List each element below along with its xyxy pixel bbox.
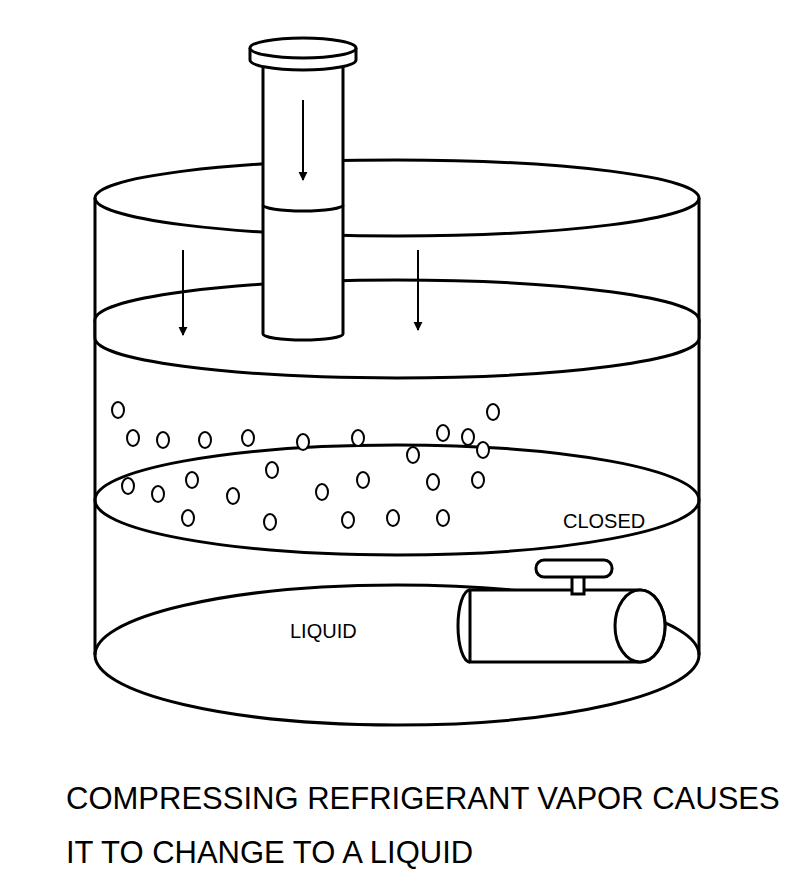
piston-edge <box>95 320 699 378</box>
vapor-bubble <box>157 432 169 448</box>
vapor-bubble <box>316 484 328 500</box>
cylinder-bottom <box>95 585 699 725</box>
vapor-bubble <box>182 510 194 526</box>
pipe-joint <box>458 590 470 662</box>
vapor-bubble <box>266 462 278 478</box>
piston-rod-fill <box>263 52 343 334</box>
vapor-bubble <box>342 512 354 528</box>
valve-state-label: CLOSED <box>563 510 645 533</box>
vapor-bubble <box>297 434 309 450</box>
piston-rod <box>263 334 343 340</box>
caption: COMPRESSING REFRIGERANT VAPOR CAUSES IT … <box>66 772 786 880</box>
vapor-bubble <box>242 430 254 446</box>
down-arrow <box>302 100 304 180</box>
vapor-bubble <box>352 430 364 446</box>
cylinder-rim <box>95 160 699 236</box>
vapor-bubble <box>199 432 211 448</box>
vapor-bubble <box>122 478 134 494</box>
rod-band <box>263 205 343 211</box>
vapor-bubble <box>477 442 489 458</box>
vapor-bubble <box>437 510 449 526</box>
piston-rod <box>262 52 265 334</box>
outlet-pipe <box>470 590 665 662</box>
liquid-surface <box>95 445 699 555</box>
liquid-label: LIQUID <box>290 620 357 643</box>
vapor-bubble <box>357 472 369 488</box>
cylinder-wall <box>698 198 701 655</box>
valve-handle <box>536 560 612 577</box>
vapor-bubble <box>472 472 484 488</box>
vapor-bubble <box>264 514 276 530</box>
cylinder-wall <box>94 198 97 655</box>
vapor-bubble <box>487 404 499 420</box>
down-arrow <box>417 250 419 330</box>
vapor-bubble <box>427 474 439 490</box>
down-arrow <box>182 250 184 335</box>
vapor-bubble <box>437 425 449 441</box>
vapor-bubble <box>462 429 474 445</box>
vapor-bubble <box>186 472 198 488</box>
vapor-bubble <box>127 430 139 446</box>
piston-rod <box>342 52 345 334</box>
vapor-bubble <box>112 402 124 418</box>
pipe-end <box>615 590 665 662</box>
vapor-bubbles <box>112 402 499 530</box>
vapor-bubble <box>227 488 239 504</box>
rod-cap <box>250 38 356 58</box>
vapor-bubble <box>387 510 399 526</box>
vapor-bubble <box>152 486 164 502</box>
vapor-bubble <box>407 447 419 463</box>
